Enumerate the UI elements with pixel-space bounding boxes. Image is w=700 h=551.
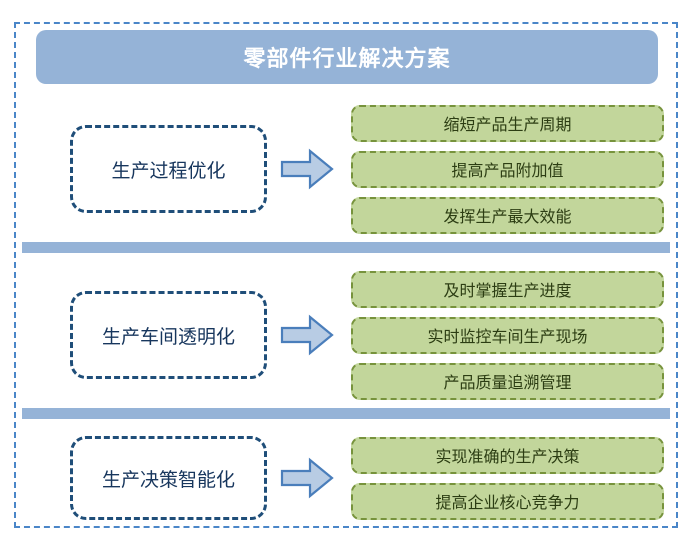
- category-label: 生产车间透明化: [101, 326, 235, 348]
- items-column-2: 实现准确的生产决策 提高企业核心竞争力: [351, 436, 664, 520]
- section-divider: [22, 242, 670, 253]
- items-column-1: 及时掌握生产进度 实时监控车间生产现场 产品质量追溯管理: [351, 270, 664, 400]
- item-label: 实时监控车间生产现场: [427, 329, 588, 346]
- section-divider: [22, 408, 670, 419]
- item-label: 提高企业核心竞争力: [435, 495, 580, 512]
- category-box-0[interactable]: 生产过程优化: [70, 125, 267, 213]
- item-box[interactable]: 缩短产品生产周期: [351, 104, 664, 142]
- item-label: 实现准确的生产决策: [435, 449, 580, 466]
- category-label: 生产决策智能化: [101, 469, 235, 491]
- section-row: 生产过程优化 缩短产品生产周期 提高产品附加值 发挥生产最大效能: [28, 96, 664, 242]
- section-row: 生产车间透明化 及时掌握生产进度 实时监控车间生产现场 产品质量追溯管理: [28, 262, 664, 408]
- items-column-0: 缩短产品生产周期 提高产品附加值 发挥生产最大效能: [351, 104, 664, 234]
- outer-dashed-frame: [14, 22, 678, 528]
- item-box[interactable]: 实时监控车间生产现场: [351, 316, 664, 354]
- item-label: 提高产品附加值: [451, 163, 564, 180]
- item-box[interactable]: 发挥生产最大效能: [351, 196, 664, 234]
- header-bar: 零部件行业解决方案: [36, 30, 658, 84]
- item-box[interactable]: 及时掌握生产进度: [351, 270, 664, 308]
- item-label: 产品质量追溯管理: [443, 375, 572, 392]
- category-label: 生产过程优化: [111, 160, 226, 182]
- item-label: 及时掌握生产进度: [443, 283, 572, 300]
- category-box-1[interactable]: 生产车间透明化: [70, 291, 267, 379]
- item-label: 发挥生产最大效能: [443, 209, 572, 226]
- category-box-2[interactable]: 生产决策智能化: [70, 436, 267, 520]
- arrow-right-icon: [279, 314, 335, 356]
- arrow-right-icon: [279, 457, 335, 499]
- item-box[interactable]: 提高企业核心竞争力: [351, 482, 664, 520]
- page-title: 零部件行业解决方案: [243, 46, 451, 71]
- item-box[interactable]: 产品质量追溯管理: [351, 362, 664, 400]
- item-label: 缩短产品生产周期: [443, 117, 572, 134]
- arrow-right-icon: [279, 148, 335, 190]
- item-box[interactable]: 提高产品附加值: [351, 150, 664, 188]
- item-box[interactable]: 实现准确的生产决策: [351, 436, 664, 474]
- section-row: 生产决策智能化 实现准确的生产决策 提高企业核心竞争力: [28, 428, 664, 528]
